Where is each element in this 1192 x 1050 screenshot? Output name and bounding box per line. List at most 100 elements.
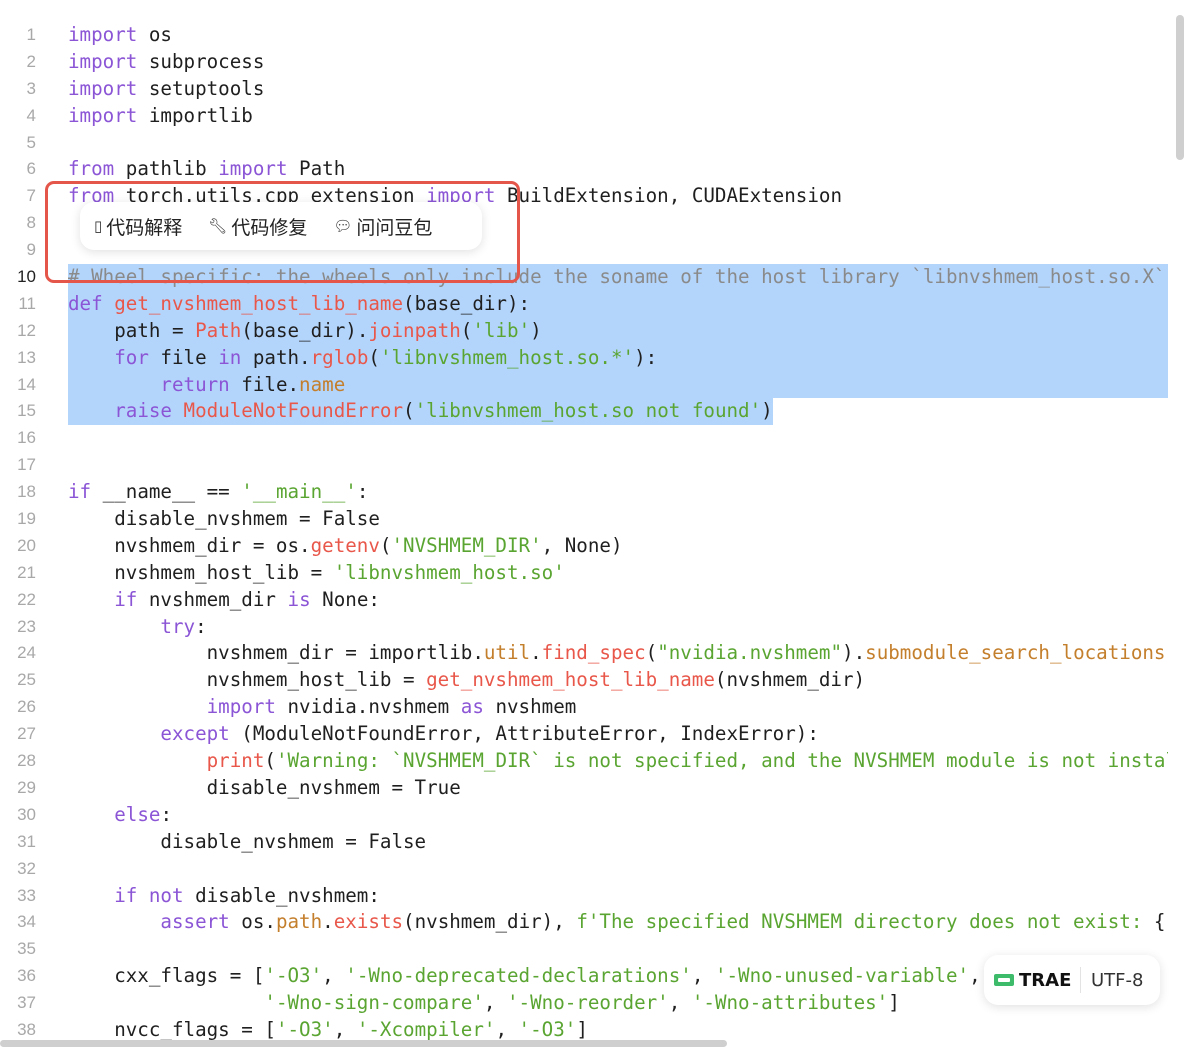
code-text: nvshmem_host_lib = get_nvshmem_host_lib_… bbox=[68, 667, 865, 694]
vertical-scrollbar[interactable] bbox=[1176, 15, 1184, 160]
line-number: 23 bbox=[17, 616, 36, 636]
code-token: os bbox=[137, 23, 172, 46]
code-line[interactable]: 28 print('Warning: `NVSHMEM_DIR` is not … bbox=[0, 748, 1168, 775]
line-number: 38 bbox=[17, 1019, 36, 1039]
code-token: '-O3' bbox=[264, 964, 323, 988]
code-line[interactable]: 33 if not disable_nvshmem: bbox=[0, 883, 1168, 910]
code-token bbox=[172, 399, 184, 422]
line-number: 37 bbox=[17, 993, 36, 1013]
code-line[interactable]: 36 cxx_flags = ['-O3', '-Wno-deprecated-… bbox=[0, 963, 1168, 990]
code-text: print('Warning: `NVSHMEM_DIR` is not spe… bbox=[68, 748, 1168, 775]
code-line[interactable]: 8 bbox=[0, 210, 1168, 237]
code-token: nvshmem_dir = os. bbox=[68, 533, 311, 557]
code-token: '-O3' bbox=[518, 1017, 577, 1041]
line-number: 2 bbox=[26, 51, 36, 71]
code-line[interactable]: 20 nvshmem_dir = os.getenv('NVSHMEM_DIR'… bbox=[0, 533, 1168, 560]
line-number: 22 bbox=[17, 589, 36, 609]
trae-logo[interactable]: TRAE bbox=[984, 970, 1080, 991]
fix-code-button[interactable]: 🔧︎ 代码修复 bbox=[208, 213, 307, 240]
code-line[interactable]: 15 raise ModuleNotFoundError('libnvshmem… bbox=[0, 398, 1168, 426]
code-line[interactable]: 26 import nvidia.nvshmem as nvshmem bbox=[0, 694, 1168, 721]
code-line[interactable]: 21 nvshmem_host_lib = 'libnvshmem_host.s… bbox=[0, 560, 1168, 587]
code-line[interactable]: 9 bbox=[0, 237, 1168, 264]
code-line[interactable]: 12 path = Path(base_dir).joinpath('lib') bbox=[0, 317, 1168, 345]
code-token: name bbox=[299, 372, 346, 396]
code-line[interactable]: 25 nvshmem_host_lib = get_nvshmem_host_l… bbox=[0, 667, 1168, 694]
code-text: import setuptools bbox=[68, 76, 264, 103]
code-token: import bbox=[68, 23, 138, 46]
code-line[interactable]: 37 '-Wno-sign-compare', '-Wno-reorder', … bbox=[0, 990, 1168, 1017]
explain-code-button[interactable]: ▯ 代码解释 bbox=[94, 213, 182, 240]
fix-code-label: 代码修复 bbox=[231, 216, 308, 239]
code-token: '-Wno-reorder' bbox=[507, 991, 669, 1015]
horizontal-scrollbar[interactable] bbox=[0, 1040, 727, 1047]
line-number: 28 bbox=[17, 751, 36, 771]
code-token: import bbox=[68, 76, 138, 100]
code-token: nvcc_flags = [ bbox=[68, 1017, 276, 1041]
code-token: import bbox=[218, 157, 288, 181]
code-text: import nvidia.nvshmem as nvshmem bbox=[68, 694, 577, 721]
code-line[interactable]: 31 disable_nvshmem = False bbox=[0, 829, 1168, 856]
line-number: 9 bbox=[26, 240, 36, 260]
code-token: [0] bbox=[1166, 641, 1169, 664]
code-line[interactable]: 23 try: bbox=[0, 614, 1168, 641]
code-text: from torch.utils.cpp_extension import Bu… bbox=[68, 183, 842, 210]
line-number: 30 bbox=[17, 804, 36, 824]
code-line[interactable]: 7 from torch.utils.cpp_extension import B… bbox=[0, 183, 1168, 210]
code-token: : bbox=[356, 480, 369, 504]
code-line[interactable]: 35 bbox=[0, 936, 1168, 963]
code-line[interactable]: 27 except (ModuleNotFoundError, Attribut… bbox=[0, 721, 1168, 748]
code-line[interactable]: 38 nvcc_flags = ['-O3', '-Xcompiler', '-… bbox=[0, 1017, 1168, 1044]
line-number: 20 bbox=[17, 535, 36, 555]
code-token: (ModuleNotFoundError, AttributeError, In… bbox=[229, 722, 819, 746]
code-token: '__main__' bbox=[241, 480, 357, 504]
line-number: 4 bbox=[26, 105, 36, 125]
code-token bbox=[68, 722, 160, 745]
code-line[interactable]: 16 bbox=[0, 425, 1168, 452]
code-token: nvshmem_dir = importlib. bbox=[68, 641, 484, 665]
encoding-indicator[interactable]: UTF-8 bbox=[1091, 969, 1144, 991]
code-token: try bbox=[160, 614, 196, 638]
code-line[interactable]: 34 assert os.path.exists(nvshmem_dir), f… bbox=[0, 909, 1168, 936]
code-token: get_nvshmem_host_lib_name bbox=[426, 668, 715, 692]
code-line[interactable]: 30 else: bbox=[0, 802, 1168, 829]
code-line[interactable]: 13 for file in path.rglob('libnvshmem_ho… bbox=[0, 344, 1168, 372]
line-number: 17 bbox=[17, 455, 36, 475]
code-text: from pathlib import Path bbox=[68, 156, 345, 183]
line-number: 14 bbox=[17, 374, 36, 394]
code-line[interactable]: 24 nvshmem_dir = importlib.util.find_spe… bbox=[0, 640, 1168, 667]
ask-doubao-button[interactable]: 💬︎ 问问豆包 bbox=[333, 213, 432, 240]
code-token: . bbox=[322, 910, 334, 934]
code-token: assert bbox=[160, 910, 230, 934]
code-token: '-Wno-sign-compare' bbox=[264, 991, 484, 1015]
code-token: (nvshmem_dir), bbox=[403, 910, 577, 934]
code-line[interactable]: 22 if nvshmem_dir is None: bbox=[0, 587, 1168, 614]
code-text: disable_nvshmem = False bbox=[68, 829, 426, 856]
code-line[interactable]: 14 return file.name bbox=[0, 371, 1168, 399]
code-token: in bbox=[218, 345, 242, 369]
code-line[interactable]: 19 disable_nvshmem = False bbox=[0, 506, 1168, 533]
line-number: 29 bbox=[17, 777, 36, 797]
code-token: if bbox=[114, 587, 138, 611]
code-token: , bbox=[691, 964, 715, 988]
code-text: nvshmem_dir = os.getenv('NVSHMEM_DIR', N… bbox=[68, 533, 622, 560]
trae-logo-text: TRAE bbox=[1019, 969, 1072, 991]
code-line[interactable]: 17 bbox=[0, 452, 1168, 479]
code-token: nvidia.nvshmem bbox=[275, 695, 461, 719]
line-number: 7 bbox=[26, 186, 36, 206]
code-line[interactable]: 5 bbox=[0, 130, 1168, 157]
code-token: ( bbox=[403, 399, 415, 423]
code-token: except bbox=[160, 722, 230, 746]
code-token: os. bbox=[229, 910, 276, 934]
code-line[interactable]: 32 bbox=[0, 856, 1168, 883]
code-token: get_nvshmem_host_lib_name bbox=[114, 291, 404, 315]
code-line[interactable]: 29 disable_nvshmem = True bbox=[0, 775, 1168, 802]
